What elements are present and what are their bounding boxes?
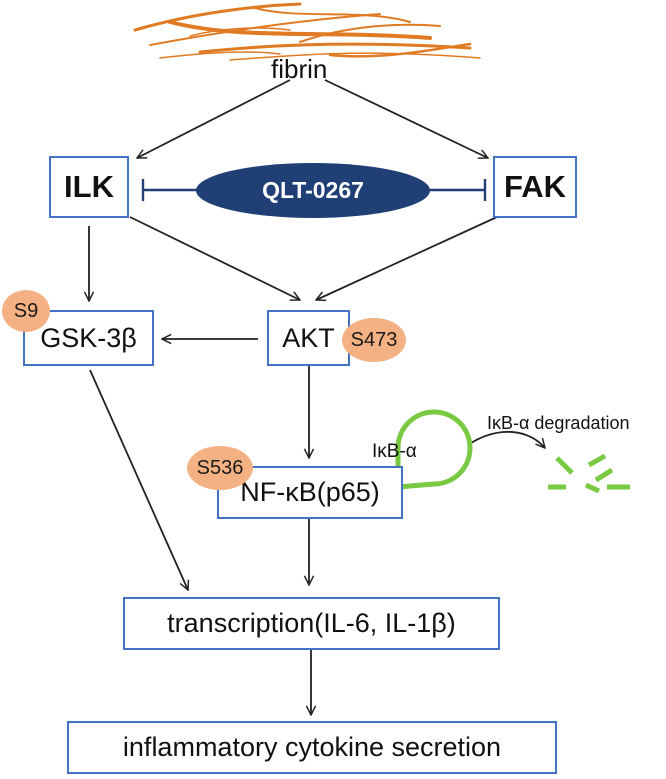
s9-phospho-site: S9 — [2, 290, 50, 332]
arrow-ilk-akt — [129, 216, 300, 300]
arrow-fak-akt — [316, 216, 498, 300]
nfkb-p65-node: NF-κB(p65) — [217, 466, 403, 519]
ikb-alpha-label: IκB-α — [372, 441, 417, 462]
s473-phospho-site: S473 — [342, 318, 406, 362]
ikb-degradation-label: IκB-α degradation — [487, 413, 630, 433]
fibrin-fibers-graphic — [133, 2, 481, 61]
arrow-gsk-transcription — [89, 369, 188, 590]
fibrin-label: fibrin — [271, 54, 328, 84]
ilk-node: ILK — [49, 156, 129, 218]
transcription-node: transcription(IL-6, IL-1β) — [123, 597, 500, 650]
arrow-fibrin-fak — [324, 79, 488, 158]
s536-phospho-site: S536 — [187, 446, 253, 490]
akt-node: AKT — [267, 310, 350, 366]
ikb-fragments-graphic — [548, 453, 630, 494]
cytokine-secretion-node: inflammatory cytokine secretion — [67, 721, 557, 774]
qlt-0267-inhibitor: QLT-0267 — [196, 163, 430, 218]
ikb-alpha-shape — [395, 409, 473, 490]
arrow-fibrin-ilk — [137, 79, 291, 159]
fak-node: FAK — [493, 156, 577, 218]
